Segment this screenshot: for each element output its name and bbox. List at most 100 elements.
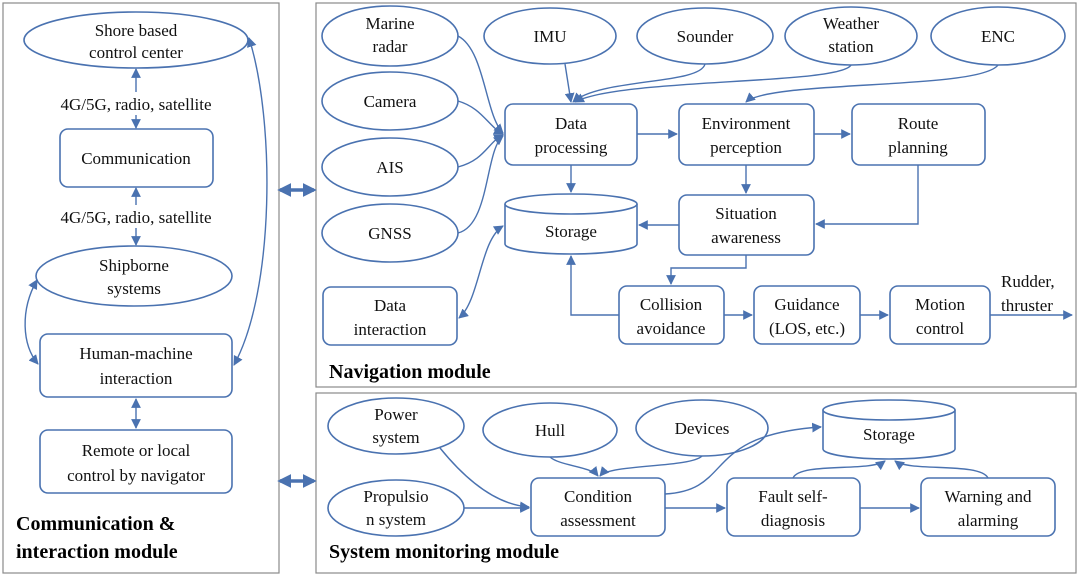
weather-label-line2: station <box>828 37 874 56</box>
gnss-label: GNSS <box>368 224 411 243</box>
env-perception-label-line1: Environment <box>702 114 791 133</box>
situation-awareness-node: Situation awareness <box>678 194 815 256</box>
communication-node: Communication <box>59 128 214 188</box>
situation-label-line2: awareness <box>711 228 781 247</box>
guidance-label-line2: (LOS, etc.) <box>769 319 845 338</box>
condition-assessment-node: Condition assessment <box>530 477 666 537</box>
data-processing-node: Data processing <box>504 103 638 166</box>
motion-label-line1: Motion <box>915 295 966 314</box>
shore-control-center-node: Shore based control center <box>23 11 249 69</box>
hull-label: Hull <box>535 421 566 440</box>
shore-label-line2: control center <box>89 43 183 62</box>
situation-label-line1: Situation <box>715 204 777 223</box>
fault-label-line1: Fault self- <box>758 487 828 506</box>
navigation-storage-node: Storage <box>504 193 638 255</box>
data-processing-label-line1: Data <box>555 114 588 133</box>
communication-label: Communication <box>81 149 191 168</box>
navigation-storage-label: Storage <box>545 222 597 241</box>
devices-label: Devices <box>675 419 730 438</box>
gnss-node: GNSS <box>321 203 459 263</box>
data-processing-label-line2: processing <box>535 138 608 157</box>
data-interaction-label-line1: Data <box>374 296 407 315</box>
propulsion-system-node: Propulsio n system <box>327 479 465 537</box>
monitoring-storage-label: Storage <box>863 425 915 444</box>
collision-label-line1: Collision <box>640 295 703 314</box>
route-planning-label-line1: Route <box>898 114 939 133</box>
shipborne-systems-node: Shipborne systems <box>35 245 233 307</box>
ais-node: AIS <box>321 137 459 197</box>
edge-power-condition <box>439 447 530 512</box>
power-label-line2: system <box>372 428 419 447</box>
weather-label-line1: Weather <box>823 14 880 33</box>
hmi-label-line2: interaction <box>100 369 173 388</box>
enc-node: ENC <box>930 6 1066 66</box>
ais-label: AIS <box>376 158 403 177</box>
output-label-line1: Rudder, <box>1001 272 1055 291</box>
route-planning-node: Route planning <box>851 103 986 166</box>
condition-label-line1: Condition <box>564 487 633 506</box>
edge-imu-processing <box>564 63 575 103</box>
marine-radar-label-line1: Marine <box>365 14 414 33</box>
edge-devices-condition <box>599 455 703 477</box>
remote-label-line1: Remote or local <box>82 441 191 460</box>
weather-station-node: Weather station <box>784 6 918 66</box>
guidance-node: Guidance (LOS, etc.) <box>753 285 861 345</box>
imu-label: IMU <box>533 27 566 46</box>
power-label-line1: Power <box>374 405 418 424</box>
edge-situation-collision <box>666 255 747 285</box>
edge-hull-condition <box>549 456 599 477</box>
devices-node: Devices <box>635 399 769 457</box>
sounder-label: Sounder <box>677 27 734 46</box>
warning-label-line1: Warning and <box>945 487 1032 506</box>
environment-perception-node: Environment perception <box>678 103 815 166</box>
marine-radar-node: Marine radar <box>321 5 459 67</box>
monitoring-storage-node: Storage <box>822 399 956 460</box>
fault-label-line2: diagnosis <box>761 511 825 530</box>
edge-warning-storage <box>894 460 989 479</box>
communication-panel-title-line2: interaction module <box>16 541 178 563</box>
edge-collision-storage <box>566 255 619 316</box>
warning-alarming-node: Warning and alarming <box>920 477 1056 537</box>
data-interaction-label-line2: interaction <box>354 320 427 339</box>
collision-label-line2: avoidance <box>637 319 706 338</box>
edge-weather-processing <box>574 64 852 103</box>
shipborne-label-line2: systems <box>107 279 161 298</box>
shore-label-line1: Shore based <box>95 21 178 40</box>
edge-sounder-processing <box>572 63 706 103</box>
propulsion-label-line2: n system <box>366 510 426 529</box>
condition-label-line2: assessment <box>560 511 636 530</box>
edge-camera-processing <box>457 100 504 135</box>
human-machine-interaction-node: Human-machine interaction <box>39 333 233 398</box>
communication-panel-title-line1: Communication & <box>16 513 175 535</box>
enc-label: ENC <box>981 27 1015 46</box>
remote-label-line2: control by navigator <box>67 466 205 485</box>
output-label-line2: thruster <box>1001 296 1053 315</box>
monitoring-panel-title: System monitoring module <box>329 541 559 563</box>
edge-fault-storage <box>792 460 886 479</box>
motion-control-node: Motion control <box>889 285 991 345</box>
power-system-node: Power system <box>327 397 465 455</box>
link-label-upper: 4G/5G, radio, satellite <box>60 95 211 114</box>
warning-label-line2: alarming <box>958 511 1019 530</box>
remote-local-control-node: Remote or local control by navigator <box>39 429 233 494</box>
collision-avoidance-node: Collision avoidance <box>618 285 725 345</box>
edge-storage-data-interaction <box>458 225 504 319</box>
marine-radar-label-line2: radar <box>373 37 408 56</box>
edge-condition-storage <box>664 422 822 495</box>
camera-label: Camera <box>364 92 417 111</box>
data-interaction-node: Data interaction <box>322 286 458 346</box>
edge-shore-hmi <box>233 37 268 366</box>
hull-node: Hull <box>482 402 618 458</box>
shipborne-label-line1: Shipborne <box>99 256 169 275</box>
edge-route-situation <box>815 165 919 229</box>
edge-shipborne-hmi <box>24 279 39 365</box>
edge-enc-perception <box>745 64 999 103</box>
camera-node: Camera <box>321 71 459 131</box>
imu-node: IMU <box>483 7 617 65</box>
fault-self-diagnosis-node: Fault self- diagnosis <box>726 477 861 537</box>
hmi-label-line1: Human-machine <box>79 344 192 363</box>
sounder-node: Sounder <box>636 7 774 65</box>
env-perception-label-line2: perception <box>710 138 782 157</box>
motion-label-line2: control <box>916 319 964 338</box>
